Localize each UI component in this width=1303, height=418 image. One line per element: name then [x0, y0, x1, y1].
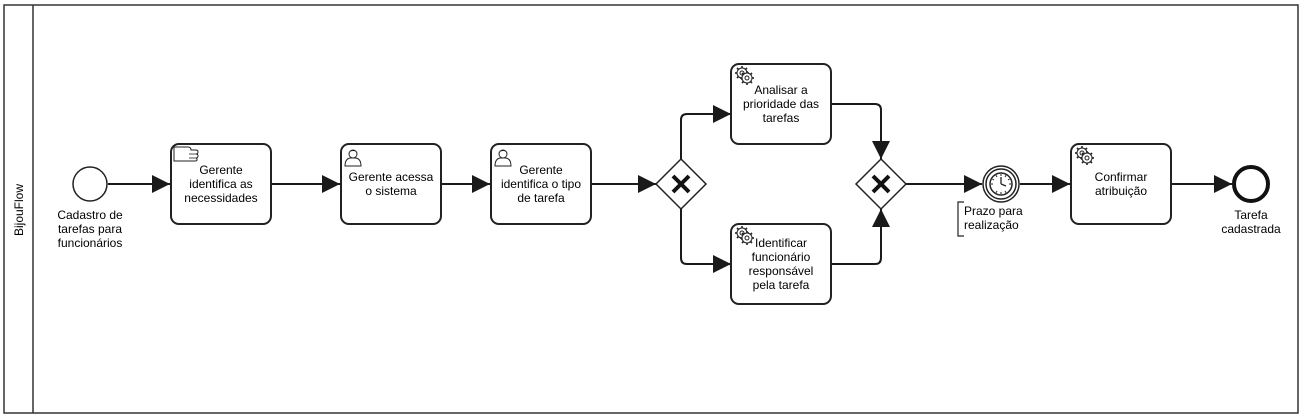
- task-label[interactable]: Confirmar atribuição: [1094, 170, 1148, 198]
- task-analisar-prioridade: [730, 63, 832, 145]
- flow-task4-to-gateway2: [831, 103, 890, 159]
- task-label[interactable]: Analisar a prioridade das tarefas: [742, 83, 820, 125]
- task-confirmar-atribuicao: [1070, 143, 1172, 225]
- timer-event-label: Prazo para realização: [964, 204, 1023, 232]
- start-event-label: Cadastro de tarefas para funcionários: [57, 208, 123, 250]
- pool-name: BijouFlow: [12, 183, 26, 236]
- exclusive-gateway-split: [654, 157, 708, 211]
- start-event: [72, 166, 108, 202]
- task-gerente-identifica-tipo: [490, 143, 592, 225]
- flow-gateway1-to-task4: [680, 105, 731, 159]
- end-event: [1232, 165, 1270, 203]
- end-event-label: Tarefa cadastrada: [1221, 208, 1281, 236]
- flow-task5-to-gateway2: [831, 209, 890, 265]
- timer-label-bracket: [957, 201, 964, 237]
- flow-gateway1-to-task5: [680, 209, 731, 273]
- sequence-flows: [108, 103, 1232, 273]
- task-gerente-identifica-necessidades: [170, 143, 272, 225]
- task-label[interactable]: Gerente identifica as necessidades: [184, 163, 258, 205]
- exclusive-gateway-merge: [854, 157, 908, 211]
- task-gerente-acessa-sistema: [340, 143, 442, 225]
- task-label[interactable]: Gerente identifica o tipo de tarefa: [500, 163, 582, 205]
- task-label[interactable]: Identificar funcionário responsável pela…: [748, 236, 814, 292]
- task-identificar-funcionario: [730, 223, 832, 305]
- task-label[interactable]: Gerente acessa o sistema: [348, 170, 434, 198]
- timer-intermediate-event: [982, 165, 1020, 203]
